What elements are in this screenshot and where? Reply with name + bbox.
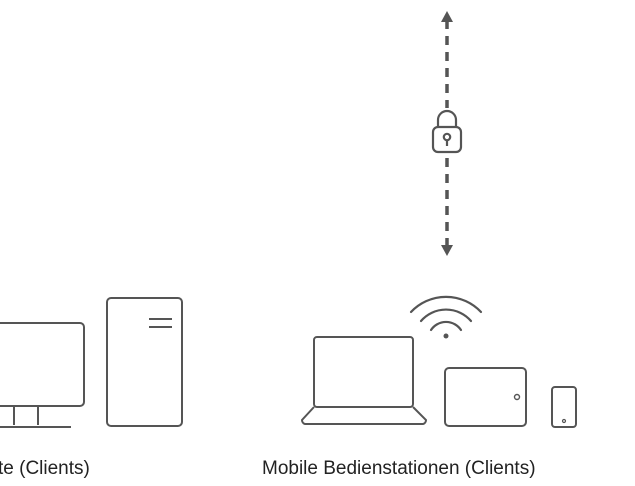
stationary-clients-label: te (Clients)	[0, 458, 90, 479]
smartphone-icon	[551, 386, 577, 428]
wifi-icon	[409, 295, 483, 339]
pc-tower-icon	[106, 297, 183, 427]
padlock-icon	[431, 109, 463, 154]
tablet-icon	[444, 367, 527, 427]
monitor-icon	[0, 322, 85, 428]
mobile-clients-label: Mobile Bedienstationen (Clients)	[262, 458, 536, 479]
laptop-icon	[301, 336, 427, 425]
dashed-double-arrow-icon	[441, 11, 453, 256]
